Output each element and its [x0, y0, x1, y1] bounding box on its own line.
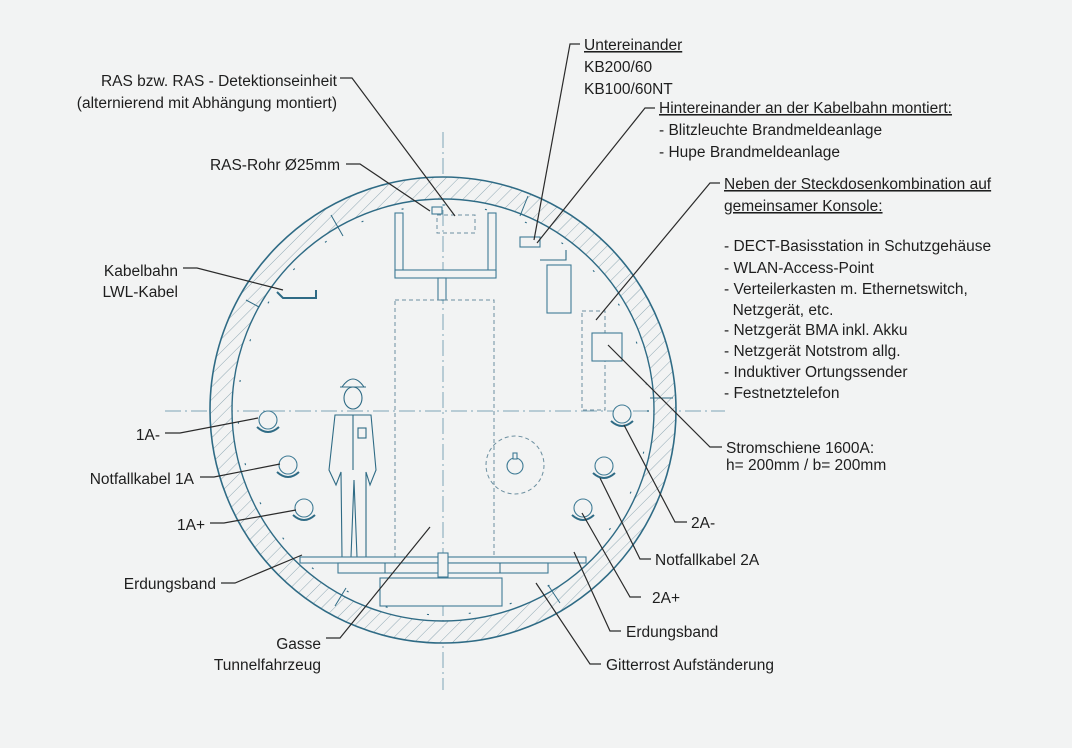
label-neben-item-1: - WLAN-Access-Point	[724, 260, 875, 277]
label-gitterrost: Gitterrost Aufständerung	[606, 657, 774, 674]
vehicle-gap-outline	[394, 299, 495, 558]
grating-floor	[299, 552, 587, 607]
label-ras-rohr: RAS-Rohr Ø25mm	[210, 157, 340, 174]
label-blitzleuchte: - Blitzleuchte Brandmeldeanlage	[659, 122, 882, 139]
label-hupe: - Hupe Brandmeldeanlage	[659, 144, 840, 161]
label-neben-item-6: - Induktiver Ortungssender	[724, 364, 908, 381]
label-kb100: KB100/60NT	[584, 81, 673, 98]
label-notfall-1a: Notfallkabel 1A	[90, 471, 195, 488]
label-1a-minus: 1A-	[136, 427, 160, 444]
label-gasse-2: Tunnelfahrzeug	[214, 657, 321, 674]
labels-left: RAS bzw. RAS - Detektionseinheit (altern…	[77, 73, 340, 674]
ras-pipe	[431, 206, 443, 215]
label-neben-item-5: - Netzgerät Notstrom allg.	[724, 343, 901, 360]
cable-tray-left	[276, 290, 317, 299]
label-neben-item-4: - Netzgerät BMA inkl. Akku	[724, 322, 908, 339]
label-ras-line2: (alternierend mit Abhängung montiert)	[77, 95, 337, 112]
leader-lines	[165, 43, 722, 665]
label-gasse-1: Gasse	[276, 636, 321, 653]
label-neben-item-2: - Verteilerkasten m. Ethernetswitch,	[724, 281, 968, 298]
right-equipment	[519, 236, 623, 411]
label-untereinander: Untereinander	[584, 37, 682, 54]
label-2a-minus: 2A-	[691, 515, 715, 532]
cable-brackets-right	[571, 404, 634, 521]
label-neben-item-3: Netzgerät, etc.	[724, 302, 833, 319]
person-figure	[328, 378, 377, 558]
label-erdungsband-right: Erdungsband	[626, 624, 718, 641]
label-hintereinander: Hintereinander an der Kabelbahn montiert…	[659, 100, 952, 117]
label-kabelbahn-1: Kabelbahn	[104, 263, 178, 280]
ceiling-gantry	[394, 212, 497, 301]
label-stromschiene-2: h= 200mm / b= 200mm	[726, 457, 886, 474]
label-stromschiene-1: Stromschiene 1600A:	[726, 440, 874, 457]
label-kabelbahn-2: LWL-Kabel	[102, 284, 178, 301]
label-kb200: KB200/60	[584, 59, 652, 76]
label-neben-item-7: - Festnetztelefon	[724, 385, 839, 402]
labels-right: Untereinander KB200/60 KB100/60NT Hinter…	[584, 37, 992, 674]
power-rail	[485, 435, 545, 495]
label-2a-plus: 2A+	[652, 590, 680, 607]
label-neben-item-0: - DECT-Basisstation in Schutzgehäuse	[724, 238, 991, 255]
label-1a-plus: 1A+	[177, 517, 205, 534]
label-neben-1: Neben der Steckdosenkombination auf	[724, 176, 992, 193]
cable-brackets-left	[256, 410, 316, 521]
label-neben-2: gemeinsamer Konsole:	[724, 198, 883, 215]
label-ras-line1: RAS bzw. RAS - Detektionseinheit	[101, 73, 338, 90]
label-erdungsband-left: Erdungsband	[124, 576, 216, 593]
label-notfall-2a: Notfallkabel 2A	[655, 552, 760, 569]
